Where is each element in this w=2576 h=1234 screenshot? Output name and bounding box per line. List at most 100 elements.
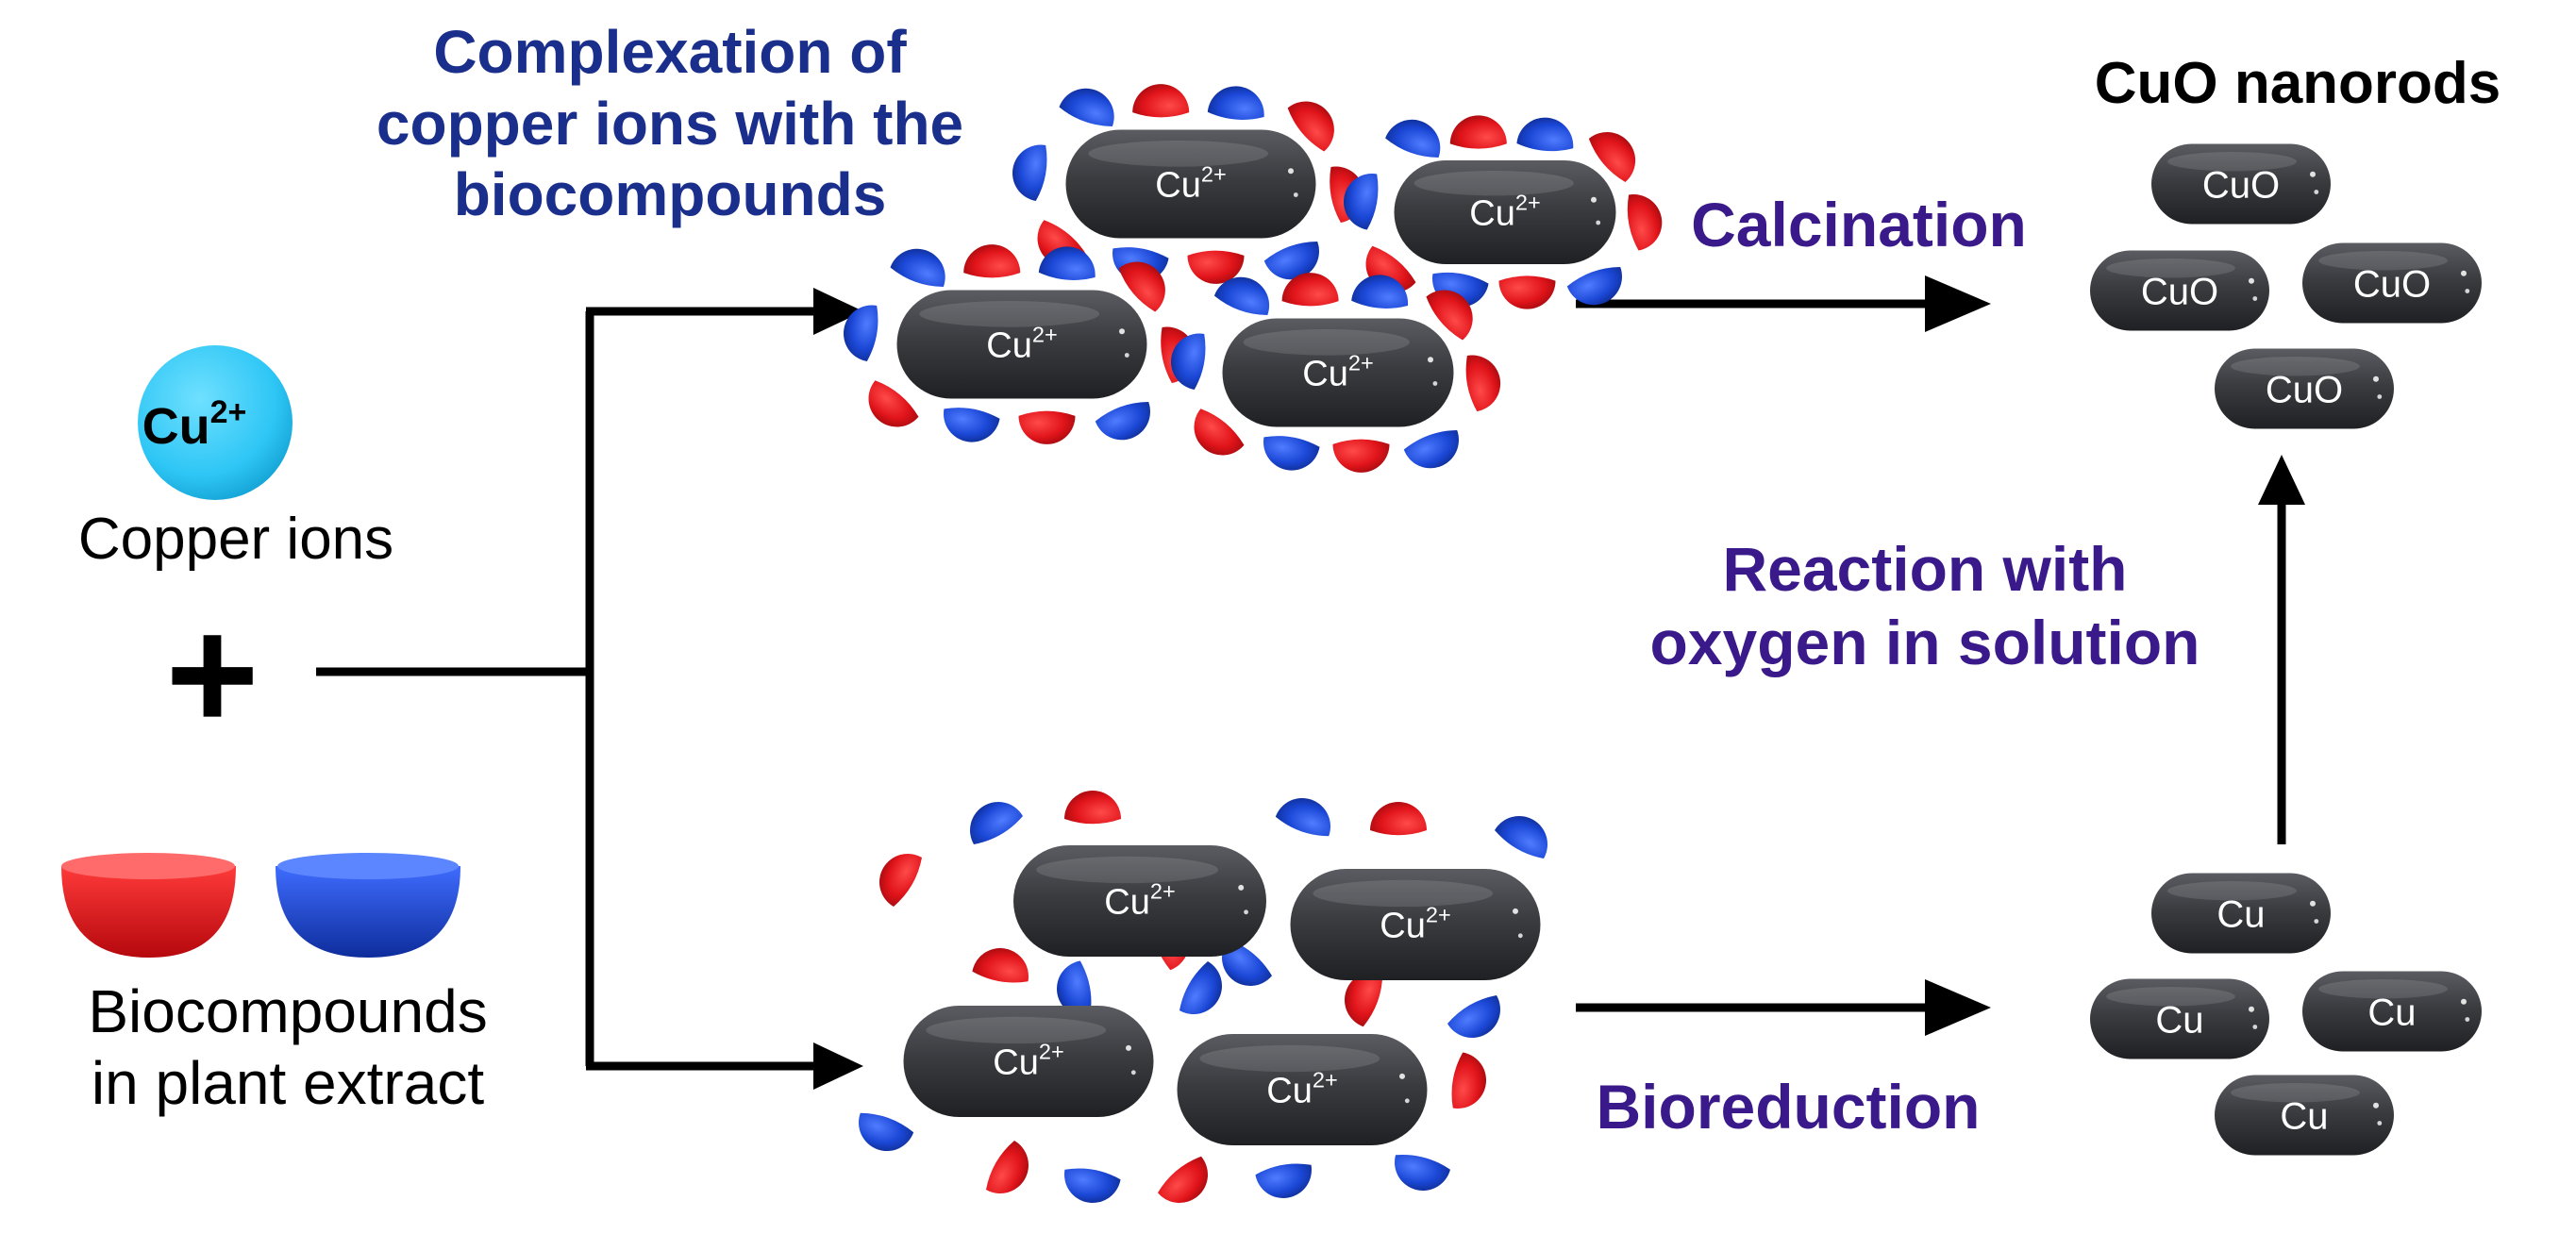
red-biocompound-cap — [1588, 132, 1636, 182]
branch-connector — [316, 299, 2286, 1071]
arrow-head-calcination — [1925, 275, 1991, 332]
bioreduced-cu-nanorod: Cu2+ — [1013, 845, 1266, 957]
blue-biocompound-cap — [1263, 436, 1320, 471]
red-loose-biocompound — [1370, 802, 1427, 836]
biocompounds-label-line-1: Biocompounds — [88, 977, 488, 1045]
biocompounds-label-line-2: in plant extract — [91, 1048, 485, 1117]
red-biocompound-icon — [61, 853, 236, 958]
blue-biocompound-cap — [1344, 174, 1379, 230]
red-biocompound-cap — [1187, 250, 1245, 284]
blue-biocompound-cap — [1095, 402, 1150, 441]
blue-biocompound-cap — [1403, 430, 1459, 469]
blue-biocompound-cap — [1263, 242, 1319, 280]
nanorod-label: Cu2+ — [1302, 351, 1373, 394]
nanorod-label: CuO — [2202, 164, 2280, 206]
blue-loose-biocompound — [1057, 960, 1092, 1017]
arrow-head-bioreduction-branch — [813, 1042, 863, 1090]
cu-nanorod: Cu — [2302, 971, 2482, 1052]
complexed-cu-nanorod: Cu2+ — [896, 290, 1147, 399]
arrow-head-bioreduction — [1925, 979, 1991, 1036]
reaction-label-line-2: oxygen in solution — [1649, 607, 2200, 677]
reaction-label-line-1: Reaction with — [1722, 534, 2128, 604]
cuo-nanorod: CuO — [2151, 143, 2331, 225]
blue-biocompound-cap — [1207, 86, 1264, 120]
nanorod-label: Cu2+ — [986, 323, 1057, 366]
arrow-head-reaction — [2258, 455, 2305, 505]
copper-ions-label: Copper ions — [77, 507, 394, 572]
blue-biocompound-cap — [1059, 88, 1114, 126]
copper-ion-icon — [138, 345, 293, 500]
nanorod-label: Cu — [2155, 999, 2203, 1041]
biocompounds-label: Biocompounds in plant extract — [19, 976, 557, 1119]
red-biocompound-cap — [1498, 275, 1556, 309]
bioreduced-cu-nanorod: Cu2+ — [1177, 1034, 1428, 1145]
nanorod-label: Cu2+ — [1266, 1068, 1337, 1111]
blue-biocompound-cap — [1566, 266, 1622, 306]
red-biocompound-cap — [1281, 273, 1339, 307]
red-biocompound-cap — [868, 380, 919, 427]
blue-loose-biocompound — [1395, 1154, 1450, 1191]
cuo-nanorods-group: CuO CuO CuO CuO — [2090, 143, 2482, 429]
nanorod-label: Cu2+ — [1104, 879, 1175, 923]
red-biocompound-cap — [1332, 439, 1390, 473]
red-biocompound-cap — [1449, 115, 1507, 149]
nanorod-label: Cu2+ — [993, 1040, 1063, 1083]
nanorod-label: CuO — [2266, 369, 2343, 410]
blue-loose-biocompound — [970, 802, 1023, 844]
red-loose-biocompound — [1158, 1156, 1208, 1203]
red-biocompound-cap — [1465, 355, 1501, 412]
nanorod-label: Cu2+ — [1155, 162, 1226, 206]
complexation-label: Complexation of copper ions with the bio… — [311, 17, 1029, 231]
cu-nanorod: Cu — [2215, 1075, 2394, 1156]
blue-biocompound-cap — [1351, 275, 1409, 308]
bioreduced-cu-nanorod: Cu2+ — [1290, 869, 1541, 980]
red-biocompound-cap — [1132, 84, 1190, 118]
blue-biocompound-cap — [1012, 144, 1047, 202]
nanorod-label: Cu2+ — [1469, 191, 1540, 234]
blue-biocompound-cap — [844, 305, 878, 362]
complexed-cu-nanorod: Cu2+ — [1065, 129, 1316, 239]
red-biocompound-cap — [1627, 194, 1663, 251]
bioreduction-label: Bioreduction — [1596, 1072, 1981, 1142]
blue-biocompound-cap — [1038, 246, 1096, 280]
complexation-label-line-2: copper ions with the — [376, 89, 964, 158]
cu-nanorod: Cu — [2151, 873, 2331, 954]
cuo-nanorod: CuO — [2090, 250, 2269, 331]
blue-loose-biocompound — [1064, 1168, 1121, 1203]
nanorod-label: CuO — [2141, 271, 2218, 312]
copper-ion-symbol: Cu2+ — [142, 394, 247, 455]
blue-biocompound-cap — [890, 248, 945, 287]
red-loose-biocompound — [1345, 972, 1383, 1027]
red-loose-biocompound — [972, 948, 1029, 983]
complexed-cu-nanorod: Cu2+ — [1394, 160, 1616, 264]
red-loose-biocompound — [1064, 791, 1121, 825]
calcination-label: Calcination — [1691, 190, 2027, 259]
red-loose-biocompound — [879, 854, 922, 907]
reaction-label: Reaction with oxygen in solution — [1632, 533, 2217, 680]
blue-biocompound-cap — [1171, 333, 1206, 391]
cuo-nanorod: CuO — [2215, 348, 2394, 429]
nanorod-label: Cu2+ — [1380, 903, 1450, 946]
blue-biocompound-icon — [276, 853, 460, 958]
red-biocompound-cap — [1287, 101, 1334, 152]
nanorod-label: Cu — [2280, 1095, 2328, 1137]
arrow-heads — [813, 275, 2305, 1090]
bioreduced-nanorods-group: Cu2+ Cu2+ Cu2+ Cu2+ — [859, 791, 1547, 1203]
red-biocompound-cap — [1426, 290, 1473, 341]
blue-biocompound-cap — [944, 408, 1000, 442]
bioreduced-cu-nanorod: Cu2+ — [903, 1006, 1154, 1117]
blue-biocompound-cap — [1385, 119, 1441, 158]
red-biocompound-cap — [1018, 410, 1076, 444]
blue-loose-biocompound — [1179, 961, 1222, 1014]
complexed-cu-nanorod: Cu2+ — [1222, 318, 1454, 427]
red-biocompound-cap — [963, 244, 1021, 278]
red-loose-biocompound — [986, 1141, 1029, 1193]
complexation-label-line-3: biocompounds — [453, 160, 887, 229]
blue-loose-biocompound — [1255, 1163, 1312, 1198]
red-biocompound-cap — [1118, 261, 1165, 312]
nanorod-label: CuO — [2353, 263, 2431, 305]
plus-sign: + — [165, 585, 259, 764]
blue-loose-biocompound — [1495, 816, 1547, 859]
complexation-label-line-1: Complexation of — [433, 18, 907, 86]
